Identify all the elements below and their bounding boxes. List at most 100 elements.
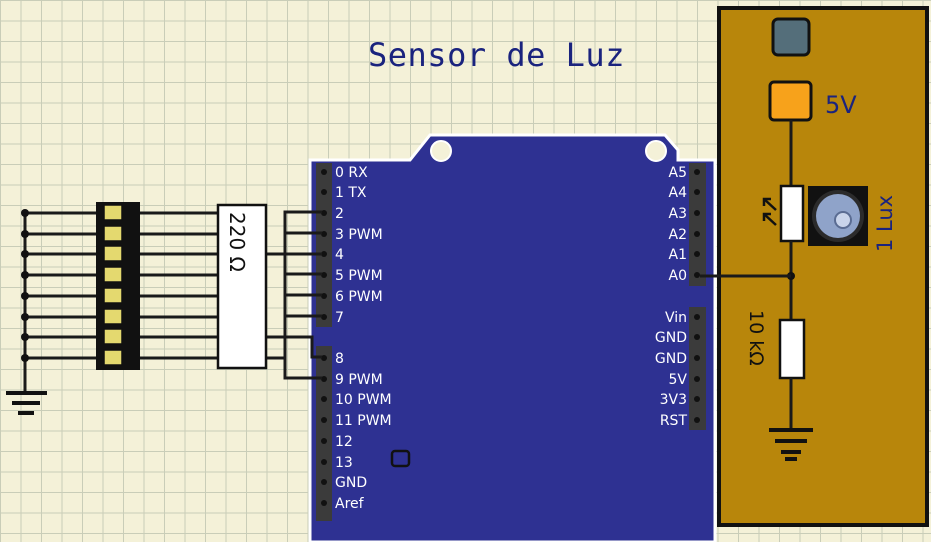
- led-bar-array: [96, 202, 140, 370]
- arduino-pin-label: 8: [335, 351, 344, 367]
- arduino-pin-label: GND: [655, 330, 687, 346]
- sensor-panel: 5V 1 Lux 10 kΩ: [717, 6, 929, 527]
- led-segment: [103, 308, 123, 325]
- supply-5v-terminal: [768, 80, 813, 122]
- pin-wire: [266, 335, 322, 359]
- pin-dot: [694, 334, 700, 340]
- led-segment: [103, 287, 123, 304]
- arduino-pin-label: 2: [335, 206, 344, 222]
- junction-node: [21, 250, 29, 258]
- pin-dot: [694, 314, 700, 320]
- photoresistor: [779, 184, 805, 243]
- pin-dot: [321, 272, 327, 278]
- led-13-indicator: [390, 449, 411, 468]
- arduino-pin-label: 11 PWM: [335, 413, 392, 429]
- led-segment: [103, 328, 123, 345]
- diagram-title: Sensor de Luz: [368, 36, 625, 74]
- pin-dot: [321, 169, 327, 175]
- led-segment: [103, 245, 123, 262]
- pulldown-resistor: [778, 318, 806, 380]
- junction-node: [21, 333, 29, 341]
- arduino-pin-label: 12: [335, 434, 353, 450]
- led-wiring: [21, 209, 322, 380]
- led-segment: [103, 266, 123, 283]
- pin-dot: [321, 417, 327, 423]
- pin-dot: [321, 479, 327, 485]
- pin-dot: [321, 396, 327, 402]
- pin-dot: [321, 231, 327, 237]
- arduino-pin-label: 13: [335, 455, 353, 471]
- pin-wire: [266, 356, 322, 380]
- arduino-pin-label: 5V: [669, 372, 688, 388]
- pin-dot: [321, 293, 327, 299]
- arduino-pin-label: 3V3: [660, 392, 687, 408]
- led-segment: [103, 225, 123, 242]
- arduino-pin-label: A4: [669, 185, 688, 201]
- arduino-board: 0 RX 1 TX 2 3 PWM 4 5 PWM 6 PWM 7 8 9 PWM 10 PWM 11…: [308, 133, 717, 542]
- pin-dot: [321, 251, 327, 257]
- ground-symbol-left: [6, 358, 47, 415]
- arduino-pin-label: 5 PWM: [335, 268, 383, 284]
- junction-node: [21, 209, 29, 217]
- light-arrows-icon: [762, 197, 777, 226]
- arduino-pin-label: A1: [669, 247, 687, 263]
- lux-knob-icon: [808, 186, 868, 246]
- arduino-pin-label: GND: [655, 351, 687, 367]
- arduino-pin-label: 10 PWM: [335, 392, 392, 408]
- pin-dot: [321, 459, 327, 465]
- led-segment: [103, 204, 123, 221]
- junction-node: [21, 313, 29, 321]
- junction-node: [21, 354, 29, 362]
- panel-button-icon: [771, 17, 811, 57]
- led-segment: [103, 349, 123, 366]
- arduino-pin-label: 6 PWM: [335, 289, 383, 305]
- junction-node: [21, 230, 29, 238]
- arduino-pin-label: A2: [669, 227, 687, 243]
- pin-dot: [694, 417, 700, 423]
- pin-dot: [321, 355, 327, 361]
- pulldown-label: 10 kΩ: [745, 310, 767, 366]
- pin-dot: [694, 355, 700, 361]
- junction-node: [21, 271, 29, 279]
- pin-dot: [321, 438, 327, 444]
- digital-header-high: [316, 346, 332, 521]
- arduino-pin-label: 9 PWM: [335, 372, 383, 388]
- arduino-pin-label: 0 RX: [335, 165, 368, 181]
- power-header: [689, 307, 706, 430]
- arduino-pin-label: 3 PWM: [335, 227, 383, 243]
- resistor-array: 220 Ω: [216, 203, 268, 370]
- pin-dot: [694, 189, 700, 195]
- arduino-pin-label: GND: [335, 475, 367, 491]
- arduino-pin-label: A5: [669, 165, 687, 181]
- arduino-pin-label: A0: [669, 268, 687, 284]
- pin-dot: [694, 376, 700, 382]
- arduino-pin-label: A3: [669, 206, 687, 222]
- ground-symbol-right: [769, 428, 813, 461]
- pin-dot: [694, 169, 700, 175]
- resistor-array-label: 220 Ω: [225, 212, 249, 272]
- supply-label: 5V: [825, 91, 857, 119]
- mounting-hole: [645, 140, 667, 162]
- arduino-pin-label: Vin: [665, 310, 687, 326]
- pin-dot: [694, 272, 700, 278]
- digital-header-low: [316, 163, 332, 327]
- pin-dot: [321, 500, 327, 506]
- pin-dot: [321, 376, 327, 382]
- pin-dot: [321, 314, 327, 320]
- analog-header: [689, 163, 706, 286]
- arduino-pin-label: Aref: [335, 496, 365, 512]
- pin-dot: [321, 210, 327, 216]
- junction-node: [21, 292, 29, 300]
- arduino-pin-label: 7: [335, 310, 344, 326]
- pin-dot: [694, 231, 700, 237]
- pin-dot: [694, 396, 700, 402]
- pin-dot: [321, 189, 327, 195]
- pin-dot: [694, 210, 700, 216]
- pin-dot: [694, 251, 700, 257]
- arduino-pin-label: 1 TX: [335, 185, 367, 201]
- arduino-pin-label: 4: [335, 247, 344, 263]
- arduino-pin-label: RST: [660, 413, 688, 429]
- mounting-hole: [430, 140, 452, 162]
- lux-label: 1 Lux: [873, 195, 897, 252]
